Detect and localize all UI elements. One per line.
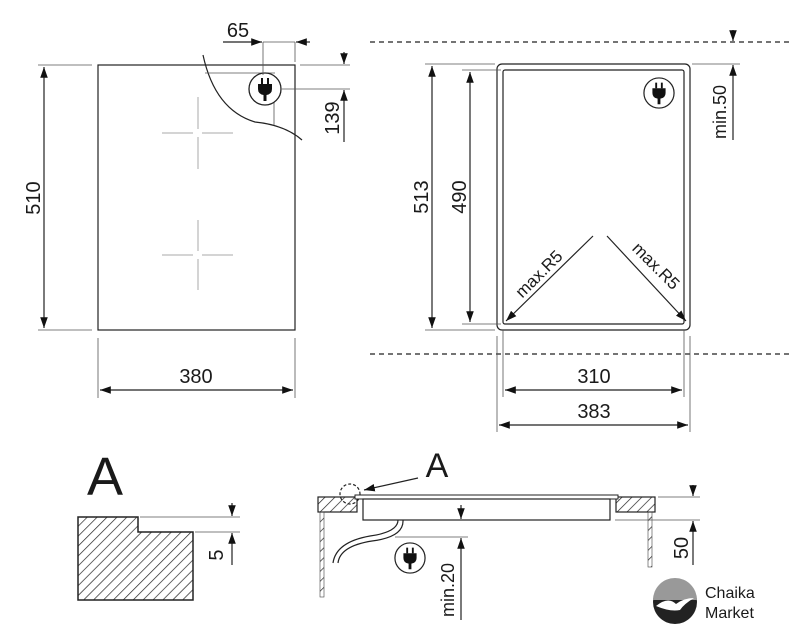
plug-icon xyxy=(643,77,675,109)
svg-text:Chaika: Chaika xyxy=(705,585,755,602)
cable-curve xyxy=(202,54,303,141)
dim-plug-x: 65 xyxy=(227,20,249,42)
zone-cross xyxy=(162,97,233,290)
dim-min-20: min.20 xyxy=(438,563,458,617)
dim-plug-y: 139 xyxy=(322,101,344,134)
detail-a: A 5 xyxy=(77,447,240,601)
dim-step: 5 xyxy=(206,549,228,560)
svg-text:Market: Market xyxy=(705,605,754,622)
plug-icon xyxy=(394,542,426,574)
chaika-market-logo: Chaika Market xyxy=(653,578,755,624)
dim-inner-width: 310 xyxy=(577,366,610,388)
radius-right: max.R5 xyxy=(628,239,683,294)
hob-body xyxy=(362,498,611,521)
detail-label: A xyxy=(87,447,123,507)
hob-outline xyxy=(97,64,296,331)
hob-top-view: 510 380 65 139 xyxy=(23,20,350,398)
hatched-profile xyxy=(77,516,194,601)
cutout-outline xyxy=(502,69,685,325)
dim-width: 380 xyxy=(179,366,212,388)
plug-icon xyxy=(248,72,282,106)
outer-outline xyxy=(496,63,691,331)
section-detail-label: A xyxy=(426,447,449,485)
radius-left: max.R5 xyxy=(512,247,567,302)
dim-min-50: min.50 xyxy=(710,85,730,139)
dim-thickness: 50 xyxy=(671,537,693,559)
section-view: A min.20 50 xyxy=(317,447,700,620)
dim-outer-width: 383 xyxy=(577,401,610,423)
dim-outer-depth: 513 xyxy=(411,180,433,213)
glass-top xyxy=(354,494,619,500)
cutout-view: min.50 513 490 max.R5 max.R5 310 383 xyxy=(370,30,790,432)
dim-inner-depth: 490 xyxy=(449,180,471,213)
dim-depth: 510 xyxy=(23,181,45,214)
